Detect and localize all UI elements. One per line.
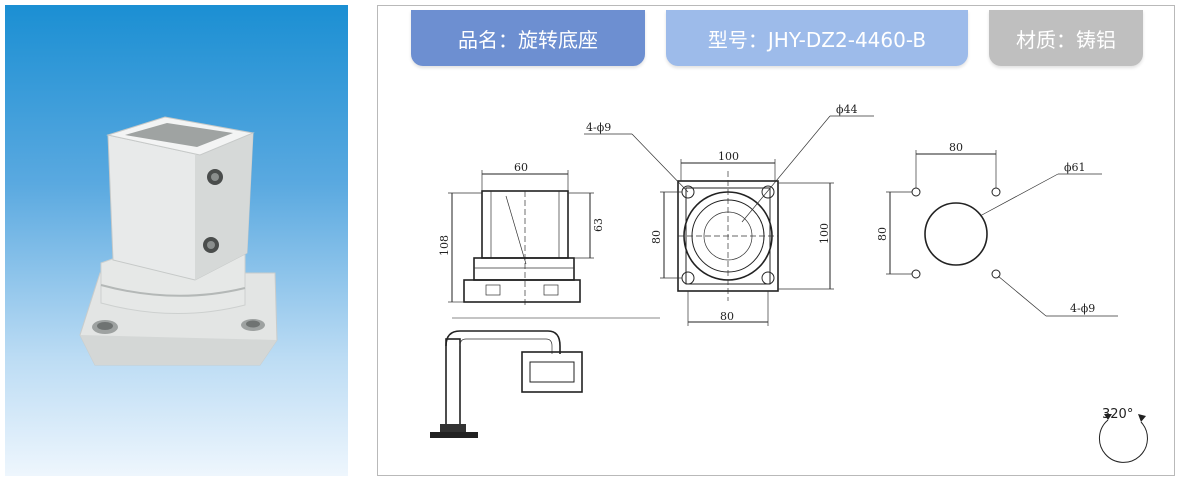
- product-material-badge: 材质：铸铝: [989, 10, 1143, 66]
- dim-side-height-total: 108: [438, 235, 451, 256]
- product-photo-panel: [5, 5, 348, 476]
- side-view: 60 108 63: [438, 161, 605, 306]
- dim-side-width: 60: [514, 161, 528, 174]
- dim-top-width-upper: 100: [718, 150, 739, 163]
- dim-side-height-upper: 63: [592, 218, 605, 232]
- label-pattern-holes: 4-ϕ9: [1070, 302, 1095, 315]
- label-pattern-diameter: ϕ61: [1064, 161, 1086, 174]
- top-view: 100 80 80 100 4-ϕ9 ϕ44: [584, 103, 874, 326]
- label-top-holes: 4-ϕ9: [586, 121, 611, 134]
- dim-pattern-width: 80: [949, 141, 963, 154]
- dim-top-height-right: 100: [818, 223, 831, 244]
- dim-top-height-left: 80: [650, 230, 663, 244]
- rotation-icon: 320°: [1098, 407, 1148, 463]
- product-model-badge: 型号：JHY-DZ2-4460-B: [666, 10, 968, 66]
- rotating-base-photo: [79, 116, 278, 366]
- dimension-drawing: 60 108 63 100: [430, 103, 1148, 463]
- rotation-angle-label: 320°: [1102, 407, 1133, 422]
- product-name-badge: 品名：旋转底座: [411, 10, 645, 66]
- mounting-sketch: [430, 330, 583, 438]
- hole-pattern-view: 80 80 ϕ61 4-ϕ9: [876, 141, 1118, 317]
- dim-pattern-height: 80: [876, 227, 889, 241]
- label-top-diameter: ϕ44: [836, 103, 858, 116]
- technical-drawing-panel: 品名：旋转底座 型号：JHY-DZ2-4460-B 材质：铸铝 60 108: [377, 5, 1175, 476]
- dim-top-width-lower: 80: [720, 310, 734, 323]
